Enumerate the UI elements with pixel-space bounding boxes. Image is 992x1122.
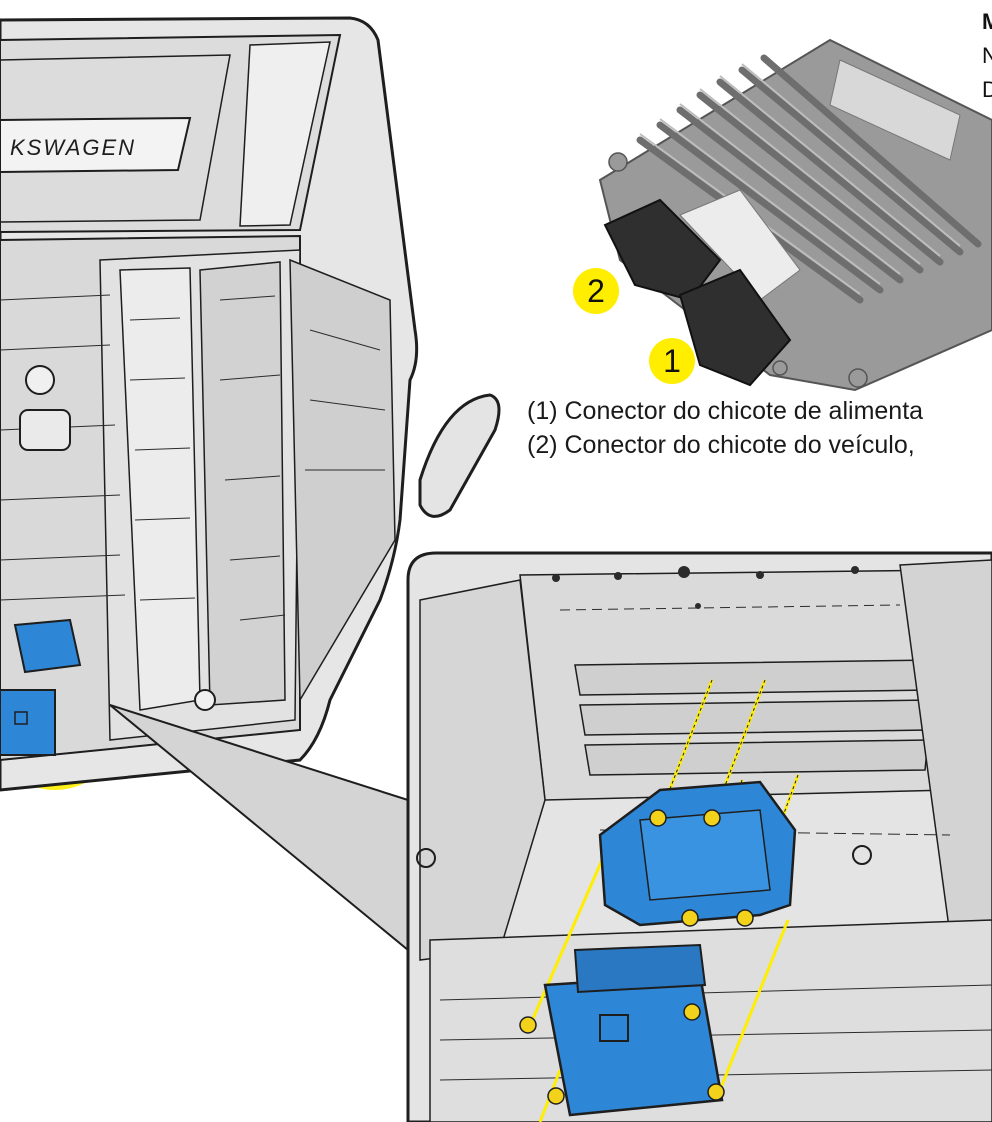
callout-2-marker: 2 — [573, 268, 619, 314]
header-line-2: N — [982, 43, 992, 68]
caption-connector-1: (1) Conector do chicote de alimenta — [527, 397, 924, 425]
truck-badge-text: KSWAGEN — [10, 135, 136, 160]
caption-connector-2: (2) Conector do chicote do veículo, — [527, 431, 915, 459]
callout-1-marker: 1 — [649, 338, 695, 384]
ecu-bracket-small — [13, 618, 82, 674]
ecu-connectors — [573, 943, 707, 994]
ecu-label — [679, 189, 801, 301]
header-line-3: D — [982, 77, 992, 102]
connector-2 — [603, 198, 722, 302]
side-mirror — [418, 393, 501, 518]
badge-plate — [0, 116, 192, 174]
connector-1 — [678, 268, 792, 387]
header-line-1: M — [982, 9, 992, 34]
